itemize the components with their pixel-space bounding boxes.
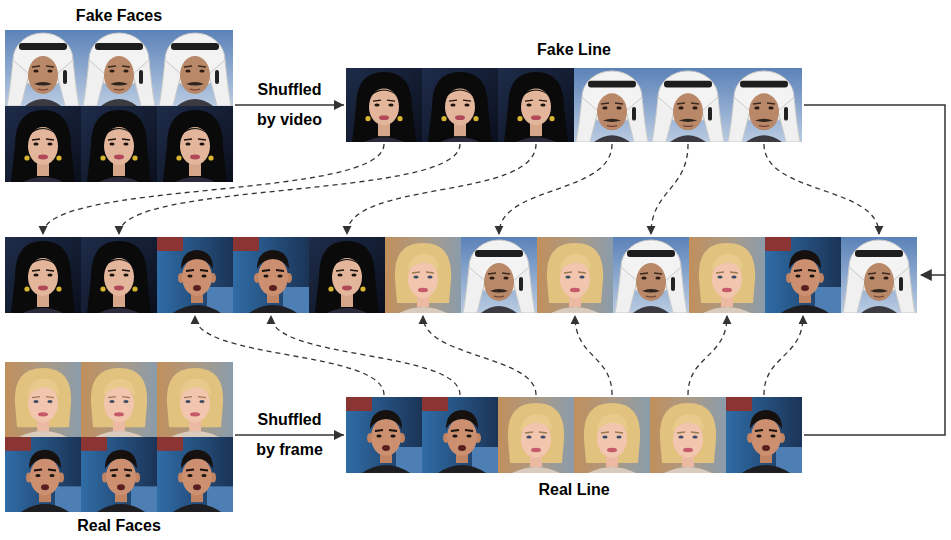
connector-arrow bbox=[235, 430, 344, 440]
face-tile bbox=[537, 237, 613, 313]
face-tile bbox=[346, 68, 422, 142]
dashed-arrow bbox=[651, 144, 688, 234]
face-tile bbox=[650, 68, 726, 142]
face-tile bbox=[689, 237, 765, 313]
face-tile bbox=[498, 397, 574, 473]
edge-label: Shuffled by frame bbox=[250, 405, 330, 465]
face-tile bbox=[841, 237, 917, 313]
face-tile bbox=[81, 237, 157, 313]
face-tile bbox=[613, 237, 689, 313]
face-tile bbox=[385, 237, 461, 313]
arrow-head bbox=[334, 430, 344, 440]
group-label: Real Line bbox=[306, 480, 842, 500]
merge-arrow bbox=[804, 105, 945, 275]
group-label: Fake Line bbox=[306, 40, 842, 60]
image-group: Fake Faces bbox=[5, 30, 233, 182]
face-tile bbox=[574, 68, 650, 142]
face-tile bbox=[574, 397, 650, 473]
face-tile bbox=[157, 437, 233, 512]
dashed-arrow bbox=[575, 316, 612, 395]
connector-arrow bbox=[235, 100, 344, 110]
face-tile bbox=[233, 237, 309, 313]
face-tile bbox=[5, 237, 81, 313]
face-tile bbox=[81, 362, 157, 437]
face-tile bbox=[765, 237, 841, 313]
face-tile bbox=[157, 30, 233, 106]
dashed-arrow bbox=[195, 316, 384, 395]
dashed-arrow bbox=[764, 144, 879, 234]
group-label: Fake Faces bbox=[0, 6, 273, 26]
image-group: Fake Line bbox=[346, 68, 802, 142]
group-label: Real Faces bbox=[0, 516, 273, 536]
face-tile bbox=[309, 237, 385, 313]
face-tile bbox=[157, 106, 233, 182]
face-tile bbox=[461, 237, 537, 313]
dashed-arrow bbox=[499, 144, 612, 234]
connector-line bbox=[235, 104, 344, 106]
face-tile bbox=[422, 68, 498, 142]
dashed-links bbox=[43, 144, 879, 395]
face-tile bbox=[5, 30, 81, 106]
face-tile bbox=[726, 68, 802, 142]
connector-line bbox=[235, 434, 344, 436]
edge-label: Shuffled by video bbox=[250, 75, 330, 135]
dashed-arrow bbox=[764, 316, 803, 395]
dashed-arrow bbox=[43, 144, 384, 234]
face-tile bbox=[157, 237, 233, 313]
face-tile bbox=[81, 30, 157, 106]
face-tile bbox=[650, 397, 726, 473]
face-tile bbox=[498, 68, 574, 142]
face-tile bbox=[346, 397, 422, 473]
face-tile bbox=[81, 106, 157, 182]
dashed-arrow bbox=[271, 316, 460, 395]
face-tile bbox=[157, 362, 233, 437]
dashed-arrow bbox=[423, 316, 536, 395]
face-tile bbox=[81, 437, 157, 512]
face-tile bbox=[422, 397, 498, 473]
merge-line bbox=[804, 275, 945, 435]
merge-lines bbox=[804, 105, 945, 435]
arrow-head bbox=[334, 100, 344, 110]
face-tile bbox=[5, 362, 81, 437]
dashed-arrow bbox=[688, 316, 727, 395]
dashed-arrow bbox=[347, 144, 536, 234]
image-group: Real Faces bbox=[5, 362, 233, 512]
face-tile bbox=[5, 106, 81, 182]
face-tile bbox=[5, 437, 81, 512]
dashed-arrow bbox=[119, 144, 460, 234]
image-group: Real Line bbox=[346, 397, 802, 473]
face-tile bbox=[726, 397, 802, 473]
